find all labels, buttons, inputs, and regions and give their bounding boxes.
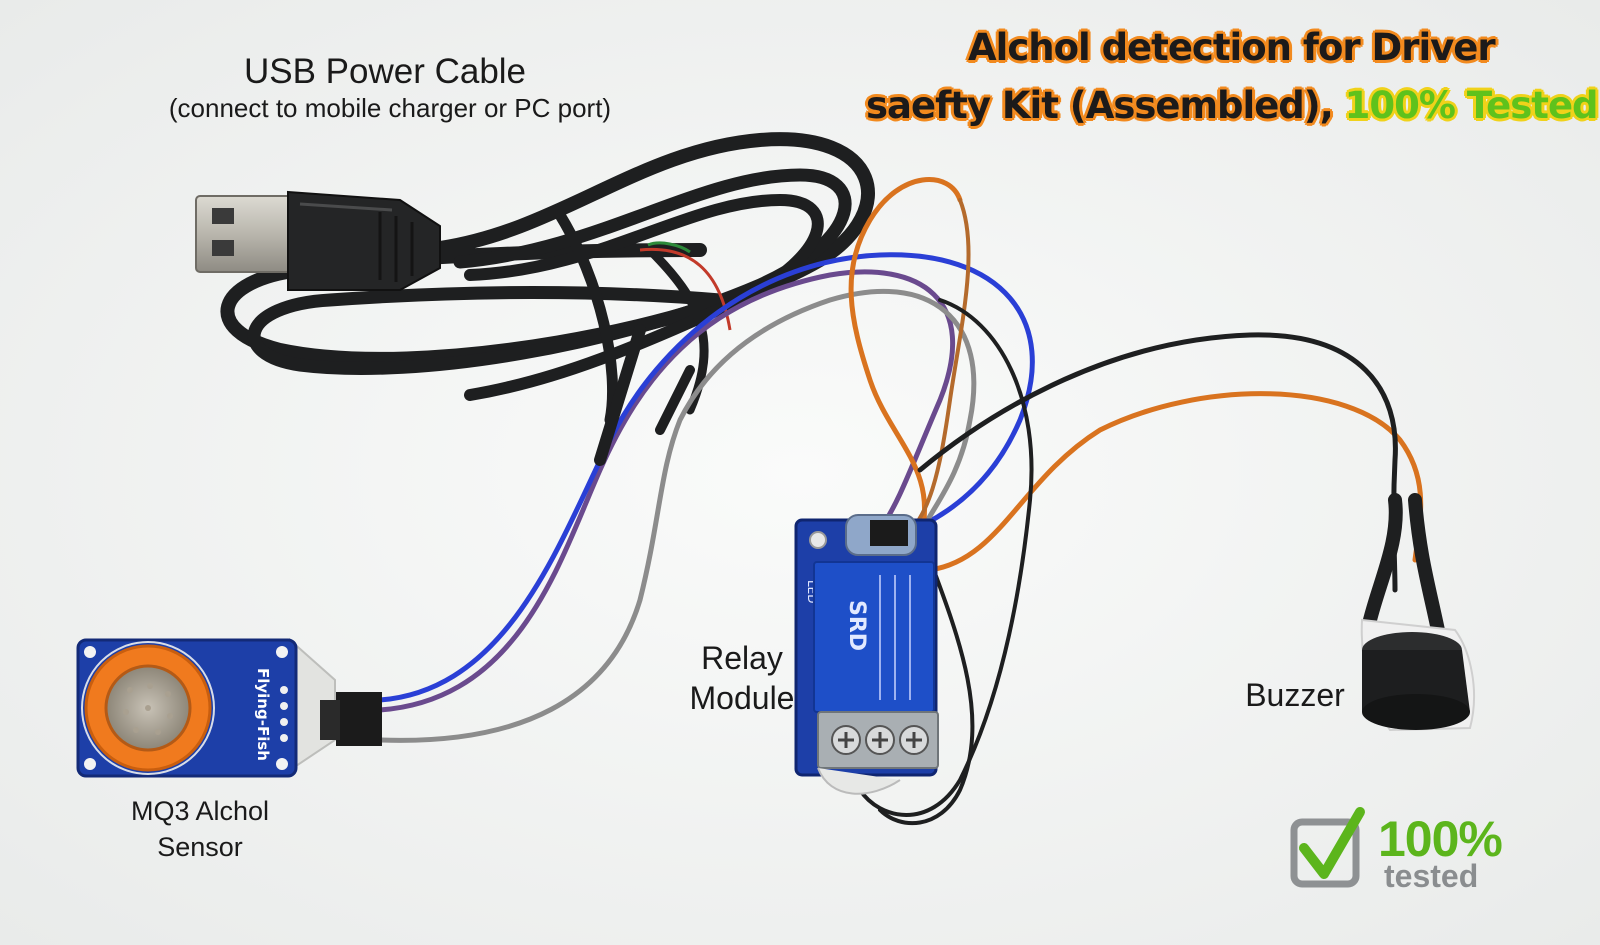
sensor-wires [377, 252, 1035, 743]
relay-coil-box [813, 561, 935, 713]
sensor-label: MQ3 Alchol Sensor [130, 796, 270, 862]
red-wire [639, 247, 732, 331]
buzzer [1360, 493, 1476, 732]
green-wire [647, 241, 691, 254]
headline-tested-accent: 100% Tested [1344, 84, 1599, 127]
badge-word: tested [1384, 858, 1479, 894]
sensor-brand-text: Flying-Fish [254, 668, 272, 761]
usb-cable-label: USB Power Cable [243, 52, 527, 91]
relay-wires [848, 177, 1424, 825]
mq3-sensor-module: Flying-Fish [76, 637, 382, 778]
check-badge-icon [1290, 807, 1365, 888]
relay-brand-text: SRD [844, 600, 869, 651]
usb-cable-sublabel: (connect to mobile charger or PC port) [168, 93, 612, 123]
badge-percent: 100% [1378, 811, 1503, 867]
sensor-connector [336, 692, 382, 746]
relay-label: Relay Module [689, 640, 795, 716]
relay-module: LED SRD [794, 514, 939, 795]
usb-plug [195, 190, 441, 291]
buzzer-label: Buzzer [1245, 677, 1345, 713]
headline-line-2-main: saefty Kit (Assembled), [866, 84, 1345, 127]
headline-line-1: Alchol detection for Driver [968, 26, 1496, 69]
headline-line-2: saefty Kit (Assembled), 100% Tested [866, 84, 1599, 127]
